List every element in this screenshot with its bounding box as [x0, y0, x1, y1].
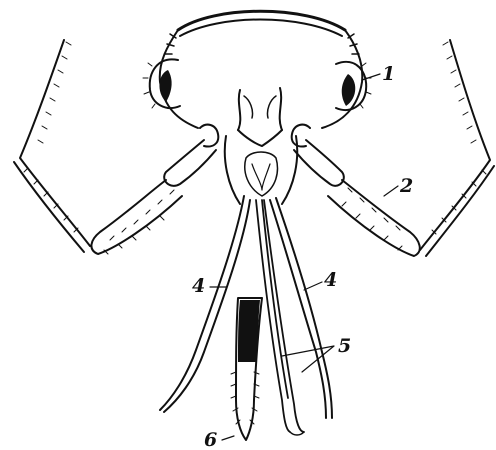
antenna-right: [420, 40, 494, 256]
labium: [231, 298, 262, 440]
maxillary-palp-left: [91, 125, 218, 254]
labrum: [238, 88, 282, 146]
head-capsule: [160, 11, 363, 128]
label-mandible: 4: [192, 275, 205, 297]
label-compound-eye: 1: [382, 63, 395, 85]
label-mandible-right: 4: [324, 269, 337, 291]
label-palp: 2: [399, 175, 413, 197]
label-labium: 6: [204, 429, 217, 450]
label-maxillae: 5: [338, 335, 351, 357]
antenna-left: [14, 40, 90, 252]
compound-eye-right: [336, 62, 371, 110]
